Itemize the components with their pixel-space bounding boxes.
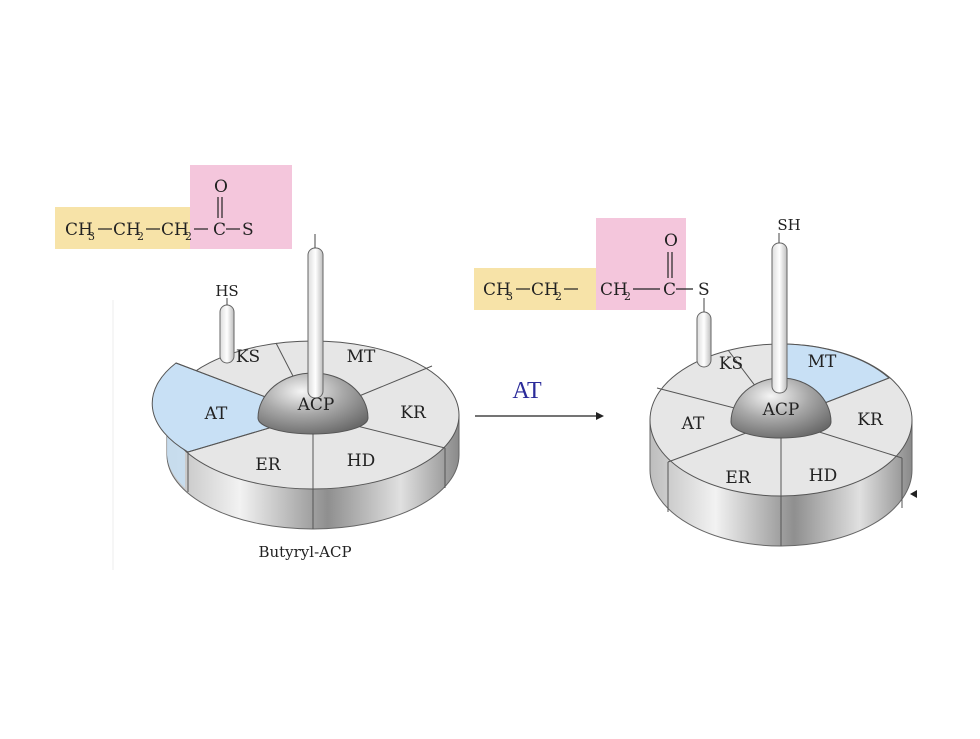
left-s: S [242,220,254,240]
right-label-mt: MT [808,352,837,372]
right-label-at: AT [681,414,705,434]
left-label-acp: ACP [297,395,335,415]
right-acp-dome [730,377,832,439]
left-label-hd: HD [347,451,375,471]
right-acp-tube [771,242,788,394]
right-label-kr: KR [857,410,884,430]
right-ch2b: CH [600,280,628,300]
right-label-ks: KS [719,354,743,374]
left-ch2b: CH [161,220,189,240]
right-c: C [663,280,676,300]
svg-text:3: 3 [88,230,95,243]
left-label-ks: KS [236,347,260,367]
left-pink-highlight [190,165,292,249]
left-ch3: CH [65,220,93,240]
right-o: O [664,231,678,251]
left-hs-label: HS [215,282,238,300]
left-label-at: AT [204,404,228,424]
left-ch2a: CH [113,220,141,240]
left-ks-tube [219,304,235,364]
svg-text:2: 2 [185,230,192,243]
right-s: S [698,280,710,300]
svg-text:2: 2 [555,290,562,303]
right-ch3: CH [483,280,511,300]
left-label-er: ER [255,455,281,475]
reaction-arrow: AT [475,378,604,420]
arrow-label: AT [512,378,542,404]
left-acp-dome [257,372,369,435]
left-acp-tube [307,247,324,399]
svg-text:3: 3 [506,290,513,303]
left-caption: Butyryl-ACP [258,543,351,561]
marker-triangle [910,490,917,498]
right-label-acp: ACP [762,400,800,420]
right-label-hd: HD [809,466,837,486]
left-complex: KS MT KR HD ER AT ACP HS CH 3 CH 2 CH 2 … [55,165,460,561]
right-sh-label: SH [777,216,800,234]
left-c: C [213,220,226,240]
svg-text:2: 2 [137,230,144,243]
left-at-wedge [151,362,315,453]
right-pink-highlight [596,218,686,310]
right-acyl-chain: CH 3 CH 2 CH 2 C O S [483,231,710,303]
left-label-kr: KR [400,403,427,423]
left-acyl-chain: CH 3 CH 2 CH 2 C O S [65,177,254,243]
right-label-er: ER [725,468,751,488]
right-ks-tube [696,311,712,368]
left-yellow-highlight [55,207,190,249]
right-complex: KS MT KR HD ER AT ACP SH CH 3 CH 2 CH 2 … [474,216,917,547]
left-o: O [214,177,228,197]
svg-text:2: 2 [624,290,631,303]
left-label-mt: MT [347,347,376,367]
arrow-head [596,412,604,420]
right-ch2a: CH [531,280,559,300]
